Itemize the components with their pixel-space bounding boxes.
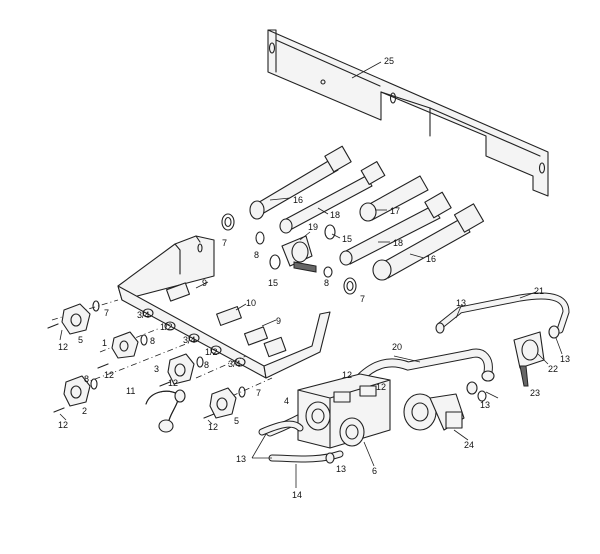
callout-7: 7	[256, 388, 261, 398]
callout-11: 11	[126, 386, 135, 396]
callout-14: 14	[292, 490, 302, 500]
hose-16-top	[249, 145, 352, 220]
callout-16: 16	[293, 195, 303, 205]
service-valves	[47, 299, 273, 419]
callout-12: 12	[208, 422, 218, 432]
bracket-port-3: 3/4	[183, 333, 200, 345]
callout-12: 12	[58, 342, 68, 352]
callout-8: 8	[150, 336, 155, 346]
connection-bracket: 3/4 1/2 3/4 1/2 3/4	[117, 235, 331, 379]
callout-8: 8	[84, 374, 89, 384]
callout-12: 12	[58, 420, 68, 430]
bracket-port-label: 1/2	[160, 322, 173, 332]
hose-17	[359, 175, 429, 222]
bracket-port-5: 3/4	[228, 357, 246, 369]
valve-5-left	[61, 303, 91, 335]
callout-13: 13	[336, 464, 346, 474]
callout-24: 24	[464, 440, 474, 450]
callout-5: 5	[78, 335, 83, 345]
bracket-port-1: 3/4	[137, 308, 154, 320]
bracket-port-label: 1/2	[205, 347, 218, 357]
callout-12: 12	[104, 370, 114, 380]
callout-20: 20	[392, 342, 402, 352]
callout-18: 18	[330, 210, 340, 220]
valve-2	[63, 375, 91, 407]
bracket-port-label: 3/4	[183, 335, 196, 345]
flex-hose-11	[145, 389, 186, 433]
hose-18-top	[279, 161, 386, 234]
callout-1: 1	[102, 338, 107, 348]
hose-16-bottom	[372, 203, 485, 281]
valve-5-right	[209, 387, 237, 419]
callout-13: 13	[456, 298, 466, 308]
bracket-port-2: 1/2	[160, 321, 176, 332]
callout-8: 8	[324, 278, 329, 288]
valve-24	[403, 381, 487, 431]
washers	[221, 213, 357, 295]
callout-25: 25	[384, 56, 394, 66]
callout-23: 23	[530, 388, 540, 398]
callout-5: 5	[234, 416, 239, 426]
callout-7: 7	[222, 238, 227, 248]
callout-13: 13	[236, 454, 246, 464]
valve-1	[111, 331, 139, 359]
callout-12: 12	[376, 382, 386, 392]
callout-labels: 25 16 18 17 19 15 18 16 7 8 15 8 7 9 10 …	[58, 56, 570, 500]
callout-12: 12	[168, 378, 178, 388]
callout-16: 16	[426, 254, 436, 264]
callout-8: 8	[254, 250, 259, 260]
valve-19	[281, 235, 317, 273]
callout-13: 13	[560, 354, 570, 364]
mounting-rail	[267, 29, 549, 197]
callout-19: 19	[308, 222, 318, 232]
callout-4: 4	[284, 396, 289, 406]
callout-3: 3	[154, 364, 159, 374]
callout-10: 10	[246, 298, 256, 308]
callout-9: 9	[276, 316, 281, 326]
callout-2: 2	[82, 406, 87, 416]
callout-9: 9	[202, 278, 207, 288]
callout-15: 15	[342, 234, 352, 244]
bracket-port-label: 3/4	[137, 310, 150, 320]
manifold-group	[297, 373, 391, 449]
callout-7: 7	[360, 294, 365, 304]
bracket-port-label: 3/4	[228, 359, 241, 369]
callout-7: 7	[104, 308, 109, 318]
valve-23	[513, 331, 545, 387]
valve-3	[167, 353, 195, 385]
callout-21: 21	[534, 286, 544, 296]
callout-15: 15	[268, 278, 278, 288]
leader-lines	[59, 61, 563, 488]
callout-17: 17	[390, 206, 400, 216]
callout-22: 22	[548, 364, 558, 374]
pipe-14	[258, 420, 344, 464]
hoses-upper	[249, 145, 485, 281]
callout-6: 6	[372, 466, 377, 476]
bracket-port-4: 1/2	[205, 345, 222, 357]
hose-18-bottom	[339, 191, 452, 266]
callout-12: 12	[342, 370, 352, 380]
callout-13: 13	[480, 400, 490, 410]
callout-8: 8	[204, 360, 209, 370]
callout-18: 18	[393, 238, 403, 248]
